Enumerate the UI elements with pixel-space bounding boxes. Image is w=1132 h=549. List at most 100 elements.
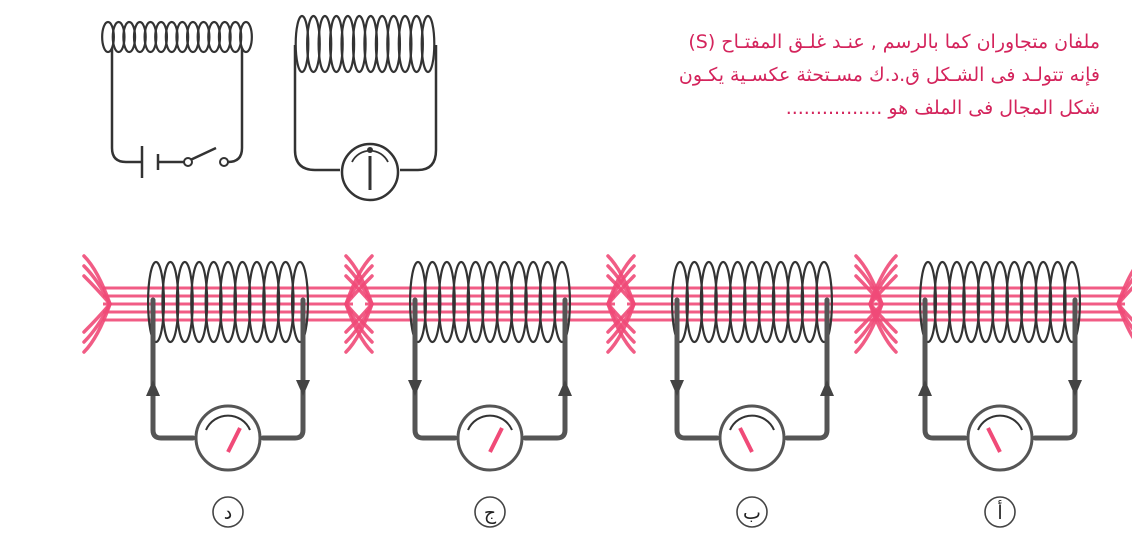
coil-loop xyxy=(538,260,557,344)
coil-loop xyxy=(1005,260,1024,344)
coil-loop xyxy=(1034,260,1053,344)
coil-loop xyxy=(204,260,223,344)
galvanometer-scale xyxy=(729,414,775,431)
coil-loop xyxy=(1062,260,1082,344)
coil-loop xyxy=(524,260,543,344)
coil-loop xyxy=(247,260,266,344)
field-fan xyxy=(868,254,898,306)
coil-loop xyxy=(218,260,238,344)
galvanometer-scale xyxy=(205,414,251,431)
secondary-coil-loop xyxy=(328,14,344,74)
coil xyxy=(670,260,834,344)
galvanometer-scale xyxy=(977,414,1023,431)
field-fan xyxy=(606,254,636,306)
coil-loop xyxy=(161,260,180,344)
coil-loop xyxy=(480,260,500,344)
coil-loop xyxy=(771,260,790,344)
option-4[interactable]: أ xyxy=(854,254,1132,528)
secondary-coil-loop xyxy=(420,14,436,74)
secondary-coil-loop xyxy=(397,14,413,74)
primary-coil-loop xyxy=(239,20,253,54)
secondary-coil-loop xyxy=(374,14,390,74)
question-line-1: ملفان متجاوران كما بالرسم , عنـد غلـق ال… xyxy=(688,31,1100,53)
question-line-3: شكل المجال فى الملف هو ................ xyxy=(785,97,1100,119)
coil-loop xyxy=(495,260,514,344)
field-fan xyxy=(344,302,374,354)
secondary-coil-loop xyxy=(409,14,424,74)
coil-loop xyxy=(175,260,194,344)
primary-coil-circuit xyxy=(101,20,253,178)
option-label-circle xyxy=(736,496,768,528)
field-fan xyxy=(1116,268,1132,306)
coil-loop xyxy=(552,260,572,344)
coil-loop xyxy=(466,260,485,344)
current-arrow xyxy=(670,380,684,396)
field-fan xyxy=(868,302,898,354)
switch-contact-left xyxy=(183,157,193,167)
secondary-coil-loop xyxy=(363,14,379,74)
circuit-wire xyxy=(674,297,830,441)
coil-loop xyxy=(800,260,819,344)
current-arrow xyxy=(146,380,160,396)
option-label: ب xyxy=(743,502,761,524)
current-arrow xyxy=(408,380,422,396)
coil-loop xyxy=(757,260,776,344)
option-label-circle xyxy=(212,496,244,528)
option-1[interactable]: د xyxy=(82,254,374,528)
secondary-coil-loop xyxy=(386,14,402,74)
coil-loop xyxy=(423,260,442,344)
primary-coil xyxy=(101,20,253,54)
circuit-wire xyxy=(412,297,568,441)
field-fan xyxy=(1116,302,1132,340)
question-text: ملفان متجاوران كما بالرسم , عنـد غلـق ال… xyxy=(540,26,1100,125)
magnetic-field-lines xyxy=(82,254,374,354)
coil-loop xyxy=(262,260,281,344)
magnetic-field-lines xyxy=(344,254,636,354)
galvanometer-zero-mark xyxy=(367,147,373,153)
coil-loop xyxy=(990,260,1010,344)
coil-loop xyxy=(190,260,209,344)
current-arrow xyxy=(820,380,834,396)
coil-loop xyxy=(670,260,690,344)
coil-loop xyxy=(742,260,762,344)
option-label: د xyxy=(224,502,232,524)
secondary-wire xyxy=(293,45,438,172)
current-arrow xyxy=(558,380,572,396)
secondary-coil-loop xyxy=(306,14,321,74)
secondary-coil-circuit xyxy=(293,14,438,202)
coil-loop xyxy=(714,260,733,344)
coil-loop xyxy=(685,260,704,344)
coil-loop xyxy=(947,260,966,344)
circuit-wire xyxy=(922,297,1078,441)
galvanometer-scale xyxy=(467,414,513,431)
option-label-circle xyxy=(474,496,506,528)
coil-loop xyxy=(699,260,718,344)
option-label: ج xyxy=(484,502,497,524)
coil-loop xyxy=(509,260,528,344)
galvanometer-needle xyxy=(226,427,242,453)
option-3[interactable]: ب xyxy=(606,254,898,528)
coil-loop xyxy=(918,260,938,344)
coil-loop xyxy=(408,260,428,344)
secondary-coil-loop xyxy=(294,14,310,74)
coil-loop xyxy=(1019,260,1038,344)
coil-loop xyxy=(933,260,952,344)
option-label-circle xyxy=(984,496,1016,528)
magnetic-field-lines xyxy=(606,254,898,354)
current-arrow xyxy=(918,380,932,396)
field-fan xyxy=(82,302,112,354)
galvanometer-needle xyxy=(738,427,754,453)
current-arrow xyxy=(1068,380,1082,396)
field-fan xyxy=(344,254,374,306)
field-fan xyxy=(82,254,112,306)
field-fan xyxy=(854,254,884,306)
galvanometer-needle xyxy=(488,427,504,453)
secondary-coil-loop xyxy=(351,14,367,74)
option-2[interactable]: ج xyxy=(344,254,636,528)
field-fan xyxy=(854,302,884,354)
option-label: أ xyxy=(997,500,1002,524)
question-line-2: فإنه تتولـد فى الشـكل ق.د.ك مسـتحثة عكسـ… xyxy=(678,64,1100,86)
coil-loop xyxy=(290,260,310,344)
